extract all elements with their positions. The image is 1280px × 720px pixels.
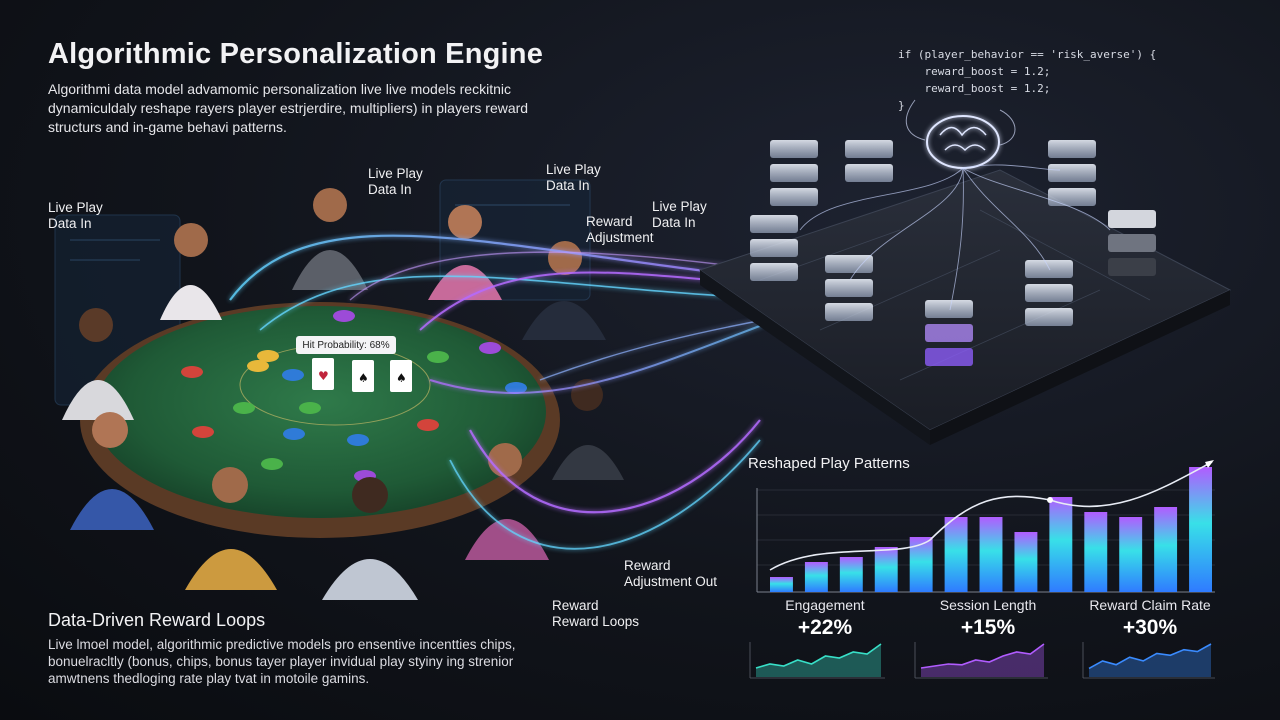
- sparkline-line: [920, 643, 1045, 669]
- chart-bar: [770, 577, 793, 592]
- metric-value: +30%: [1122, 616, 1178, 639]
- section-title: Data-Driven Reward Loops: [48, 610, 266, 630]
- chart-bar: [1049, 497, 1073, 592]
- chart-bar: [804, 562, 828, 592]
- metric-value: +15%: [960, 616, 1016, 639]
- page-title: Algorithmic Personalization Engine: [48, 38, 544, 70]
- chart-bar: [1084, 512, 1108, 592]
- chart-bar: [944, 517, 968, 592]
- metric-name: Reward Claim Rate: [1089, 597, 1211, 613]
- code-to-brain-arrow: [905, 99, 1016, 146]
- chart-bar: [909, 537, 933, 592]
- chart-bars: [770, 467, 1212, 592]
- chart-bar: [1154, 507, 1178, 592]
- sparkline-area: [921, 644, 1044, 677]
- svg-text:♥: ♥: [318, 369, 329, 383]
- trend-line: [769, 461, 1213, 571]
- poker-chip-icon: [181, 310, 527, 482]
- metric-session-length: Session Length +15%: [918, 597, 1058, 640]
- chart-bar: [874, 547, 898, 592]
- metric-reward-claim-rate: Reward Claim Rate +30%: [1075, 597, 1225, 640]
- metric-name: Session Length: [939, 597, 1037, 613]
- chart-bar: [1014, 532, 1038, 592]
- sparkline-area: [1089, 644, 1211, 677]
- chart-bar: [1189, 467, 1212, 592]
- chart-bar: [979, 517, 1003, 592]
- svg-text:♠: ♠: [358, 371, 369, 385]
- chart-bar: [839, 557, 863, 592]
- intro-text: Algorithmi data model advamomic personal…: [48, 81, 529, 135]
- playing-card-icon: ♥ ♠ ♠: [312, 358, 412, 392]
- chart-title: Reshaped Play Patterns: [748, 455, 910, 472]
- metric-value: +22%: [797, 616, 853, 639]
- metric-engagement: Engagement +22%: [755, 597, 895, 640]
- data-block-icon: [750, 140, 1156, 366]
- hit-probability-badge: Hit Probability: 68%: [296, 336, 396, 354]
- section-description: Live lmoel model, algorithmic predictive…: [48, 637, 516, 686]
- players: [62, 188, 624, 600]
- svg-text:♠: ♠: [396, 371, 407, 385]
- sparkline-line: [755, 643, 882, 669]
- metric-name: Engagement: [785, 597, 865, 613]
- sparkline-axes: [749, 642, 1215, 679]
- brain-icon: [926, 115, 1000, 169]
- sparklines: [755, 643, 1212, 677]
- code-snippet: if (player_behavior == 'risk_averse') { …: [898, 48, 1157, 112]
- chart-bar: [1119, 517, 1143, 592]
- sparkline-line: [1088, 643, 1212, 670]
- neural-wires: [799, 164, 1111, 311]
